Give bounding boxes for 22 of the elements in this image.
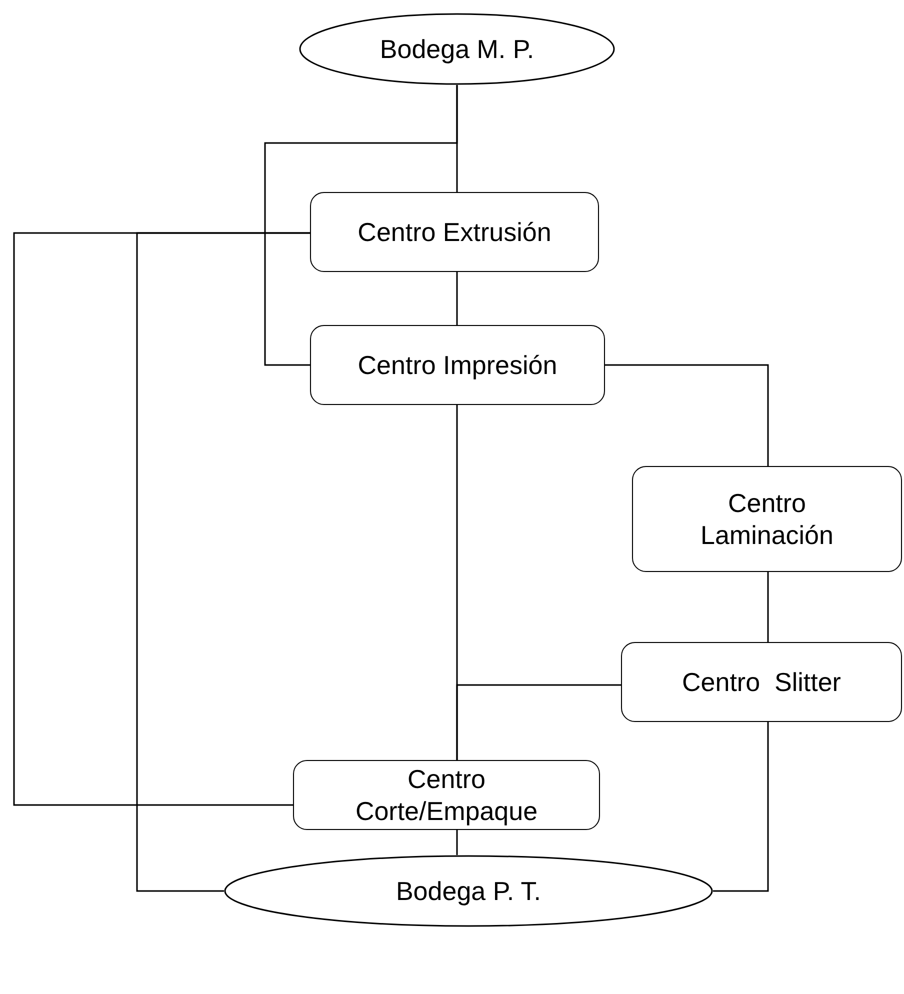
- process-box: [293, 760, 600, 830]
- node-label: Centro Slitter: [681, 666, 842, 698]
- node-label: Centro Corte/Empaque: [354, 762, 539, 828]
- connector-line: [456, 684, 621, 760]
- terminal-ellipse: [224, 855, 713, 927]
- connector-line: [713, 722, 769, 892]
- process-box: [632, 466, 902, 572]
- process-box: [310, 325, 605, 405]
- terminal-ellipse: [299, 13, 615, 85]
- connector-line: [456, 272, 458, 325]
- connector-line: [767, 572, 769, 642]
- node-label: Centro Extrusión: [356, 216, 552, 248]
- node-label: Bodega P. T.: [394, 874, 542, 908]
- connector-line: [456, 830, 458, 856]
- node-label: Centro Impresión: [356, 348, 558, 382]
- connector-line: [136, 232, 310, 892]
- node-label: Bodega M. P.: [378, 32, 536, 66]
- connector-line: [605, 364, 769, 466]
- connector-line: [264, 85, 458, 366]
- process-box: [310, 192, 599, 272]
- process-box: [621, 642, 902, 722]
- node-label: Centro Laminación: [700, 486, 834, 552]
